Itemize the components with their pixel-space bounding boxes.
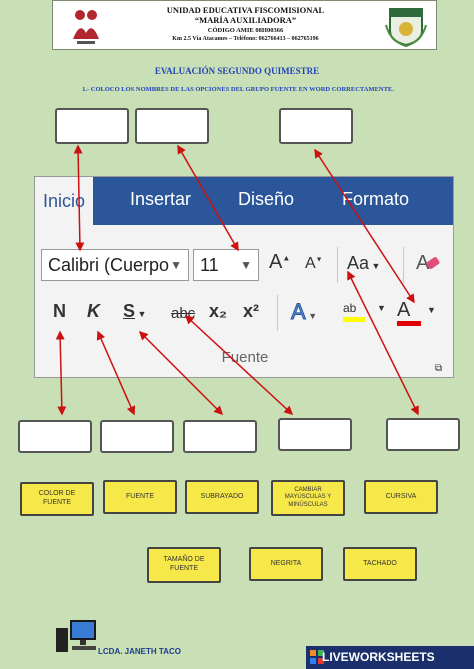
drop-box-bottom-2[interactable] (100, 420, 174, 453)
font-color-icon[interactable]: A ▼ (397, 299, 436, 326)
school-seal-right (385, 8, 427, 47)
instruction-text: 1.- COLOCO LOS NOMBRES DE LAS OPCIONES D… (82, 86, 394, 93)
header-line-2: “MARÍA AUXILIADORA” (194, 15, 297, 25)
option-negrita[interactable]: NEGRITA (249, 547, 323, 581)
subscript-icon[interactable]: x₂ (209, 301, 228, 321)
drop-box-bottom-5[interactable] (386, 418, 460, 451)
tab-diseno[interactable]: Diseño (238, 189, 295, 209)
grow-font-icon[interactable]: A▲ (269, 251, 291, 273)
drop-box-top-3[interactable] (279, 108, 353, 144)
shrink-font-icon[interactable]: A▼ (305, 255, 323, 272)
brand-bar (306, 646, 474, 669)
chevron-down-icon[interactable]: ▼ (240, 258, 252, 272)
italic-icon[interactable]: K (87, 301, 100, 321)
clear-format-icon[interactable]: A (415, 249, 441, 282)
page-title: EVALUACIÓN SEGUNDO QUIMESTRE (154, 66, 320, 76)
option-tamano-de-fuente[interactable]: TAMAÑO DE FUENTE (147, 547, 221, 583)
school-header: UNIDAD EDUCATIVA FISCOMISIONAL “MARÍA AU… (52, 0, 437, 50)
drop-box-top-2[interactable] (135, 108, 209, 144)
tab-formato[interactable]: Formato (342, 189, 410, 209)
header-line-1: UNIDAD EDUCATIVA FISCOMISIONAL (166, 5, 325, 15)
word-ribbon-font-group: Inicio Insertar Diseño Formato Calibri (… (34, 176, 454, 378)
school-logo-left (73, 10, 99, 44)
option-cursiva[interactable]: CURSIVA (364, 480, 438, 514)
font-size-value: 11 (200, 255, 219, 275)
author-name: LCDA. JANETH TACO (98, 647, 181, 656)
computer-icon (56, 620, 96, 652)
strikethrough-icon[interactable]: abc (171, 305, 196, 322)
header-line-4: Km 2.5 Vía Atacames – Teléfono: 06276641… (172, 36, 319, 42)
option-cambiar-mayusculas[interactable]: CAMBIAR MAYÚSCULAS Y MINÚSCULAS (271, 480, 345, 516)
chevron-down-icon[interactable]: ▼ (170, 258, 182, 272)
liveworksheets-logo-icon (310, 650, 324, 664)
font-group-label: Fuente (221, 349, 269, 366)
drop-box-bottom-1[interactable] (18, 420, 92, 453)
option-tachado[interactable]: TACHADO (343, 547, 417, 581)
superscript-icon[interactable]: x² (243, 301, 260, 321)
tab-insertar[interactable]: Insertar (130, 189, 192, 209)
ribbon-tab-bar: Inicio Insertar Diseño Formato (35, 177, 453, 225)
change-case-icon[interactable]: Aa ▼ (347, 253, 381, 273)
drop-box-bottom-3[interactable] (183, 420, 257, 453)
font-size-box[interactable]: 11 ▼ (193, 249, 259, 281)
drop-box-bottom-4[interactable] (278, 418, 352, 451)
header-line-3: CÓDIGO AMIE 08H00366 (207, 27, 284, 34)
font-name-box[interactable]: Calibri (Cuerpo ▼ (41, 249, 189, 281)
highlight-color-icon[interactable]: ab ▼ (343, 299, 386, 322)
font-name-value: Calibri (Cuerpo (48, 255, 170, 275)
brand-label: LIVEWORKSHEETS (322, 650, 435, 664)
dialog-launcher-icon[interactable]: ⧉ (435, 363, 443, 374)
tab-inicio[interactable]: Inicio (35, 177, 94, 225)
option-fuente[interactable]: FUENTE (103, 480, 177, 514)
bold-icon[interactable]: N (53, 301, 66, 321)
drop-box-top-1[interactable] (55, 108, 129, 144)
option-subrayado[interactable]: SUBRAYADO (185, 480, 259, 514)
svg-text:A: A (416, 252, 430, 274)
text-effects-icon[interactable]: A ▼ (291, 299, 318, 325)
underline-icon[interactable]: S ▼ (123, 301, 147, 321)
option-color-de-fuente[interactable]: COLOR DE FUENTE (20, 482, 94, 516)
